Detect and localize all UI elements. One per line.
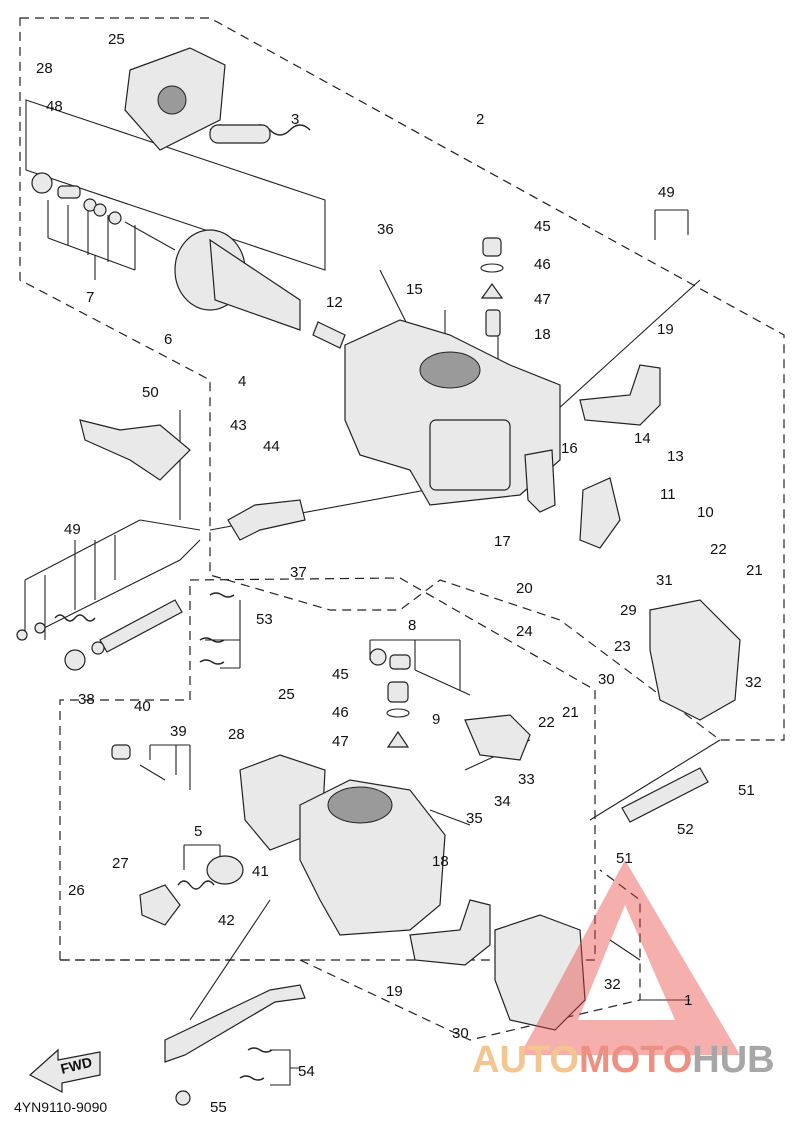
callout-2: 2 xyxy=(476,111,484,128)
svg-text:AUTOMOTOHUB: AUTOMOTOHUB xyxy=(472,1039,775,1081)
callout-14: 14 xyxy=(634,430,651,447)
callout-52: 52 xyxy=(677,821,694,838)
lever-bracket-upper xyxy=(579,364,661,426)
callout-15: 15 xyxy=(406,281,423,298)
callout-19-lower: 19 xyxy=(386,983,403,1000)
callout-44: 44 xyxy=(263,438,280,455)
callout-11: 11 xyxy=(660,486,676,503)
float-bowl-lower xyxy=(494,914,586,1031)
callout-28-lower: 28 xyxy=(228,726,245,743)
callout-5: 5 xyxy=(194,823,202,840)
callout-48: 48 xyxy=(46,98,63,115)
callout-18: 18 xyxy=(534,326,551,343)
mounting-plate xyxy=(164,984,306,1063)
callout-20: 20 xyxy=(516,580,533,597)
watermark-moto: MOTO xyxy=(579,1039,692,1081)
part-callouts: 25 28 48 3 2 7 6 36 45 46 47 18 15 12 49… xyxy=(36,31,763,1116)
callout-28: 28 xyxy=(36,60,53,77)
callout-47-lower: 47 xyxy=(332,733,349,750)
callout-39: 39 xyxy=(170,723,187,740)
callout-45: 45 xyxy=(534,218,551,235)
callout-7: 7 xyxy=(86,289,94,306)
callout-17: 17 xyxy=(494,533,511,550)
callout-3: 3 xyxy=(291,111,299,128)
callout-8: 8 xyxy=(408,617,416,634)
callout-25: 25 xyxy=(108,31,125,48)
callout-53: 53 xyxy=(256,611,273,628)
upper-assembly-outline xyxy=(19,17,785,741)
callout-10: 10 xyxy=(697,504,714,521)
callout-32-lower: 32 xyxy=(604,976,621,993)
callout-19: 19 xyxy=(657,321,674,338)
leader-lines xyxy=(24,99,721,1086)
callout-24: 24 xyxy=(516,623,533,640)
callout-22: 22 xyxy=(710,541,727,558)
watermark-triangle xyxy=(520,860,740,1055)
callout-36: 36 xyxy=(377,221,394,238)
callout-21-lower: 21 xyxy=(562,704,579,721)
callout-13: 13 xyxy=(667,448,684,465)
fwd-label: FWD xyxy=(59,1054,94,1077)
callout-6: 6 xyxy=(164,331,172,348)
callout-22-lower: 22 xyxy=(538,714,555,731)
callout-35: 35 xyxy=(466,810,483,827)
callout-21: 21 xyxy=(746,562,763,579)
hose xyxy=(621,767,709,823)
callout-4: 4 xyxy=(238,373,246,390)
callout-51-lower: 51 xyxy=(616,850,633,867)
parts xyxy=(16,47,741,1106)
callout-43: 43 xyxy=(230,417,247,434)
callout-41: 41 xyxy=(252,863,269,880)
callout-34: 34 xyxy=(494,793,511,810)
callout-18-lower: 18 xyxy=(432,853,449,870)
callout-51: 51 xyxy=(738,782,755,799)
callout-23: 23 xyxy=(614,638,631,655)
carburetor-body-lower xyxy=(299,779,446,936)
callout-30: 30 xyxy=(598,671,615,688)
callout-54: 54 xyxy=(298,1063,315,1080)
callout-45-lower: 45 xyxy=(332,666,349,683)
callout-32: 32 xyxy=(745,674,762,691)
forward-direction-arrow: FWD xyxy=(28,1048,101,1093)
callout-37: 37 xyxy=(290,564,307,581)
callout-26: 26 xyxy=(68,882,85,899)
watermark-auto: AUTO xyxy=(472,1039,579,1081)
callout-46-lower: 46 xyxy=(332,704,349,721)
callout-27: 27 xyxy=(112,855,129,872)
callout-25-lower: 25 xyxy=(278,686,295,703)
callout-47: 47 xyxy=(534,291,551,308)
callout-12: 12 xyxy=(326,294,343,311)
lever-bracket-lower xyxy=(409,899,491,966)
callout-30-lower: 30 xyxy=(452,1025,469,1042)
watermark: AUTOMOTOHUB xyxy=(472,860,775,1081)
callout-40: 40 xyxy=(134,698,151,715)
callout-38: 38 xyxy=(78,691,95,708)
callout-49: 49 xyxy=(658,184,675,201)
callout-16: 16 xyxy=(561,440,578,457)
callout-49-lower: 49 xyxy=(64,521,81,538)
callout-50: 50 xyxy=(142,384,159,401)
diagram-code: 4YN9110-9090 xyxy=(14,1099,107,1115)
callout-42: 42 xyxy=(218,912,235,929)
float-bowl-upper xyxy=(649,599,741,721)
callout-1: 1 xyxy=(684,992,692,1009)
watermark-hub: HUB xyxy=(692,1039,774,1081)
lower-assembly-outline xyxy=(59,577,596,961)
callout-31: 31 xyxy=(656,572,673,589)
callout-46: 46 xyxy=(534,256,551,273)
callout-33: 33 xyxy=(518,771,535,788)
callout-29: 29 xyxy=(620,602,637,619)
callout-9: 9 xyxy=(432,711,440,728)
callout-55: 55 xyxy=(210,1099,227,1116)
